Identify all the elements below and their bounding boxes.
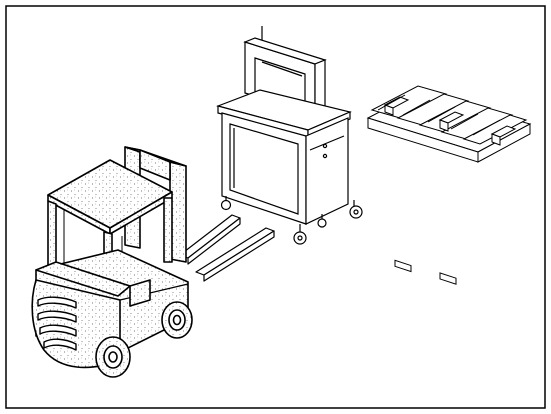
figure-border bbox=[5, 5, 546, 409]
pallet-icon bbox=[366, 85, 532, 285]
strapping-machine-icon bbox=[216, 26, 363, 245]
forklift-icon bbox=[31, 146, 275, 378]
